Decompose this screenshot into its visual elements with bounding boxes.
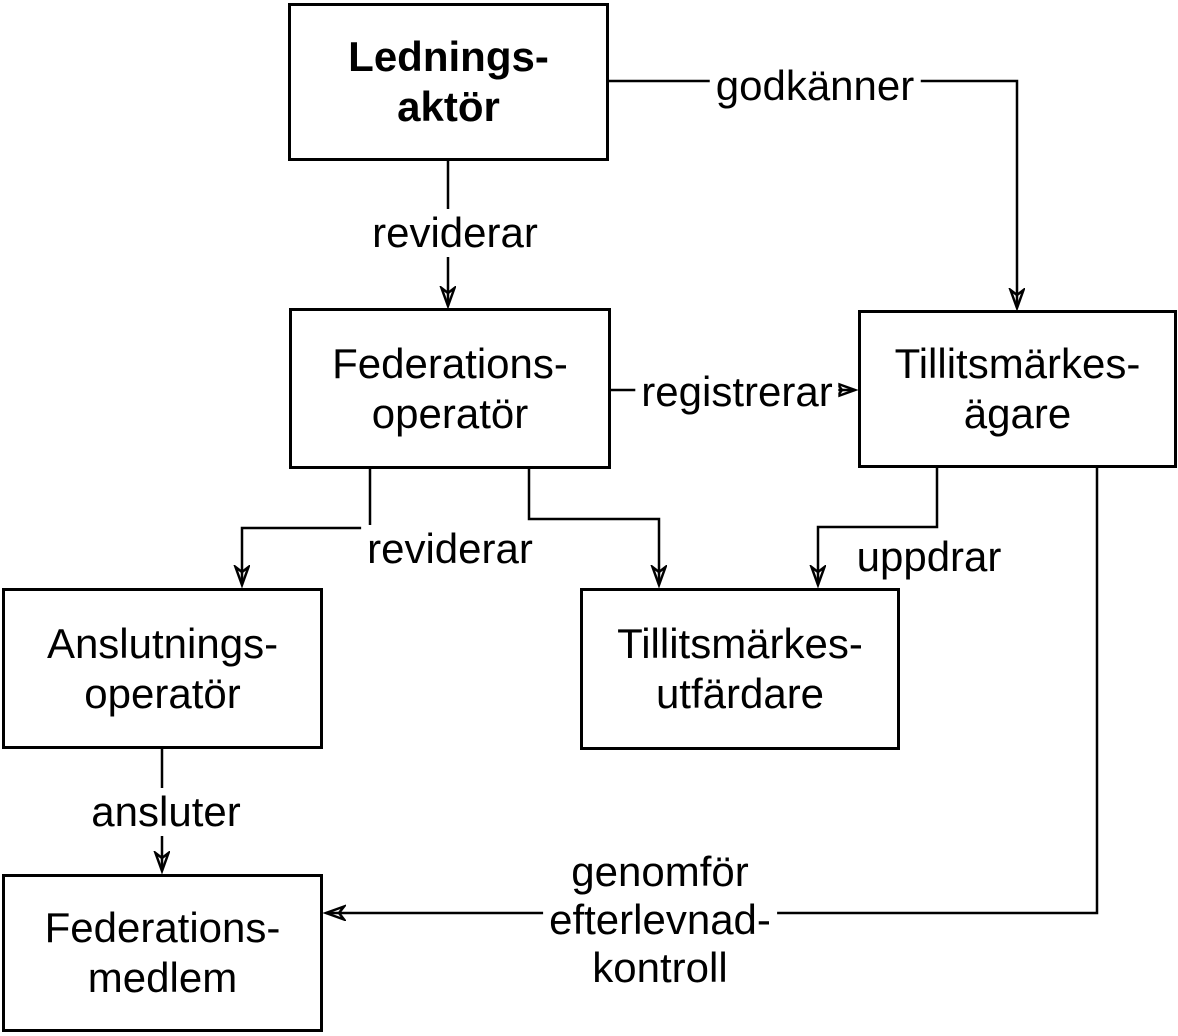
edge-godkanner (608, 79, 1017, 308)
node-federationsoperator-label: Federations- operatör (332, 339, 568, 437)
node-tillitsmarkesagare: Tillitsmärkes- ägare (858, 310, 1177, 468)
node-tillitsmarkesutfardare-label: Tillitsmärkes- utfärdare (617, 620, 863, 717)
edge-label-efterlevnadskontroll: genomför efterlevnad- kontroll (543, 848, 777, 992)
node-tillitsmarkesutfardare: Tillitsmärkes- utfärdare (580, 588, 900, 750)
edge-label-godkanner: godkänner (709, 62, 921, 110)
node-tillitsmarkesagare-label: Tillitsmärkes- ägare (894, 340, 1141, 437)
node-anslutningsoperator: Anslutnings- operatör (2, 588, 323, 749)
edge-label-reviderar-mid: reviderar (361, 525, 539, 573)
node-anslutningsoperator-label: Anslutnings- operatör (46, 619, 279, 717)
node-federationsmedlem-label: Federations- medlem (44, 904, 281, 1001)
node-ledningsaktor: Lednings- aktör (288, 3, 609, 161)
edge-label-ansluter: ansluter (85, 788, 247, 836)
node-ledningsaktor-label: Lednings- aktör (348, 33, 549, 130)
node-federationsmedlem: Federations- medlem (2, 874, 323, 1032)
node-federationsoperator: Federations- operatör (289, 308, 611, 469)
edge-reviderar-right (527, 469, 659, 585)
edge-reviderar-left (242, 469, 372, 585)
edge-label-reviderar-top: reviderar (366, 209, 544, 257)
edge-label-registrerar: registrerar (635, 368, 839, 416)
edge-label-uppdrar: uppdrar (850, 533, 1008, 581)
edge-uppdrar (818, 468, 939, 585)
